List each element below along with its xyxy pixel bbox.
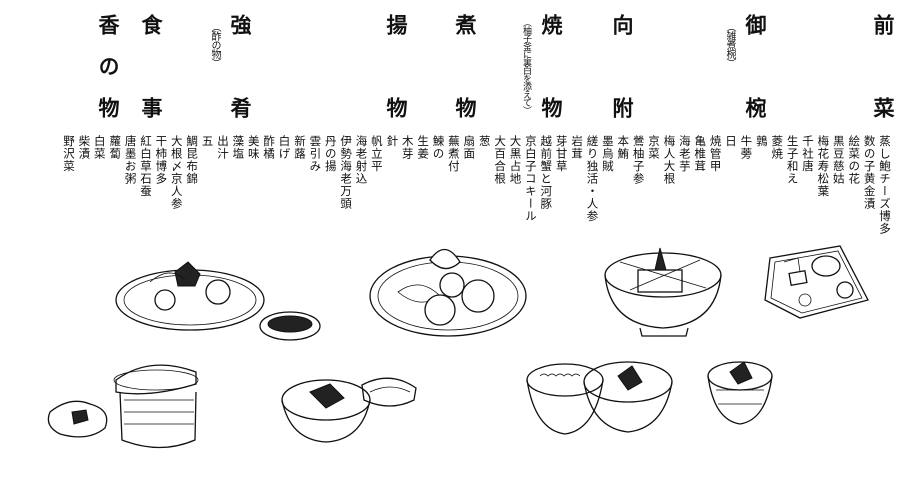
dish-line: 千社唐: [801, 135, 816, 173]
dish-line: 日: [724, 135, 739, 148]
dish-line: 梅花寿松葉: [816, 135, 831, 198]
dish-line: 生子和え: [785, 135, 800, 185]
dish-line: 大百合根: [493, 135, 508, 185]
course-title-konomono: 香の物: [96, 14, 121, 118]
dish-line: 亀椎茸: [693, 135, 708, 173]
course-note-shiizakana: （酢の物）: [209, 22, 220, 67]
dish-line: 白菜: [92, 135, 107, 160]
dish-line: 酢橘: [262, 135, 277, 160]
course-title-agemono: 揚物: [384, 14, 409, 118]
dish-line: 蕪煮付: [446, 135, 461, 173]
dish-line: 京菜: [647, 135, 662, 160]
course-title-owan: 御椀: [743, 14, 768, 118]
dish-line: 大根〆京人参: [169, 135, 184, 210]
dish-line: 葱: [477, 135, 492, 148]
dish-line: 蒸し鮑チーズ博多: [878, 135, 892, 235]
dish-line: 唐墨お粥: [123, 135, 138, 185]
dish-line: 菱焼: [770, 135, 785, 160]
yakimono-plate-illustration: [369, 248, 527, 337]
dish-line: 鯛昆布錦: [185, 135, 200, 185]
dish-line: 鰊の: [431, 135, 446, 160]
dish-line: 扇面: [462, 135, 477, 160]
dish-line: 焼管甲: [708, 135, 723, 173]
zensai-box-illustration: [764, 245, 869, 319]
course-note-yakimono: （柚子釜に裏白を添えて）: [521, 18, 531, 114]
dish-line: 芽甘草: [554, 135, 569, 173]
course-title-mukozuke: 向附: [610, 14, 635, 118]
dish-line: 美味: [246, 135, 261, 160]
course-title-shiizakana: 強肴: [228, 14, 253, 118]
dish-line: 越前蟹と河豚: [539, 135, 554, 210]
dish-line: 五: [200, 135, 215, 148]
course-title-shokuji: 食事: [139, 14, 164, 118]
dish-line: 鶉: [754, 135, 769, 148]
dish-line: 牛蒡: [739, 135, 754, 160]
dish-line: 絵菜の花: [847, 135, 862, 185]
dish-line: 白げ: [277, 135, 292, 160]
shokuji-bowl-illustration: [526, 361, 673, 435]
owan-bowl-illustration: [604, 247, 722, 337]
course-note-owan: （雑煮椀）: [724, 22, 735, 67]
agemono-plate-illustration: [115, 261, 321, 341]
dish-line: 木芽: [400, 135, 415, 160]
course-title-nimono: 煮物: [453, 14, 478, 118]
dish-line: 新蕗: [292, 135, 307, 160]
dish-line: 伊勢海老万頭: [339, 135, 354, 210]
course-title-zensai: 前菜: [871, 14, 896, 118]
dish-line: 藻塩: [231, 135, 246, 160]
dish-line: 針: [385, 135, 400, 148]
dish-line: 帆立平: [369, 135, 384, 173]
dish-line: 黒豆慈姑: [831, 135, 846, 185]
dish-line: 雲引み: [308, 135, 323, 173]
dish-line: 岩茸: [570, 135, 585, 160]
dish-line: 京白子コキール: [523, 135, 538, 223]
konomono-bowl-illustration: [707, 361, 773, 425]
dish-line: 本鮪: [616, 135, 631, 160]
dish-line: 墨烏賊: [600, 135, 615, 173]
dish-line: 鶯柚子参: [631, 135, 646, 185]
dish-line: 大黒占地: [508, 135, 523, 185]
dish-line: 干柿博多: [154, 135, 169, 185]
course-title-yakimono: 焼物: [539, 14, 564, 118]
dish-line: 縒り独活・人参: [585, 135, 600, 223]
dish-line: 野沢菜: [62, 135, 76, 173]
dish-line: 生姜: [416, 135, 431, 160]
shiizakana-bowl-illustration: [47, 364, 199, 449]
dish-line: 海老芋: [677, 135, 692, 173]
nimono-bowl-illustration: [281, 377, 417, 443]
dish-line: 海老射込: [354, 135, 369, 185]
dish-line: 出汁: [215, 135, 230, 160]
dish-line: 梅人大根: [662, 135, 677, 185]
dish-line: 紅白草石蚕: [138, 135, 153, 198]
dish-line: 数の子黄金漬: [862, 135, 877, 210]
dish-line: 丹の揚: [323, 135, 338, 173]
dish-line: 蘿蔔: [108, 135, 123, 160]
dish-line: 柴漬: [77, 135, 92, 160]
